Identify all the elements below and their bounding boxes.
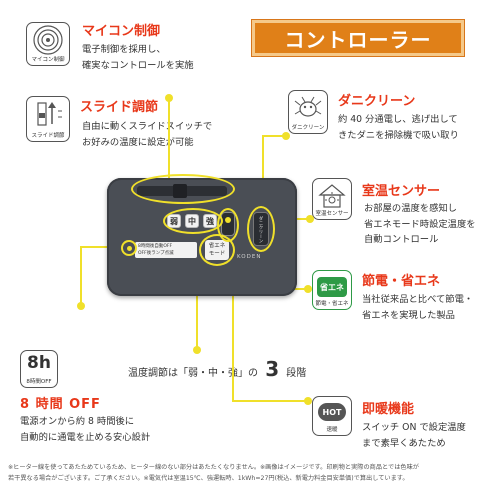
energy-saving-badge: 省エネ [317, 277, 347, 297]
connector-line [80, 246, 82, 306]
timer-8h-desc-line: 電源オンから約 8 時間後に [20, 416, 135, 427]
quick-heat-icon: HOT 速暖 [312, 396, 352, 436]
slide-adjust-desc-line: 自由に動くスライドスイッチで [82, 121, 213, 132]
energy-saving-title: 節電・省エネ [362, 274, 441, 289]
slide-adjust-desc: 自由に動くスライドスイッチで お好みの温度に設定が可能 [82, 119, 212, 150]
quick-heat-desc-line: スイッチ ON で設定温度 [362, 422, 466, 433]
microcomputer-icon-label: マイコン制御 [31, 57, 65, 63]
temp-buttons-highlight [163, 208, 223, 234]
quick-heat-title: 即暖機能 [362, 402, 415, 417]
controller-banner: コントローラー [251, 19, 465, 57]
temp-steps-suffix: 段階 [286, 368, 307, 379]
microcomputer-title: マイコン制御 [82, 24, 161, 39]
mite-clean-desc-line: きたダニを掃除機で吸い取り [338, 129, 459, 141]
brand-logo: KODEN [237, 254, 262, 260]
connector-line [80, 246, 128, 248]
timer-8h-desc: 電源オンから約 8 時間後に 自動的に通電を止める安心設計 [20, 414, 150, 445]
room-sensor-desc: お部屋の温度を感知し 省エネモード時設定温度を 自動コントロール [364, 201, 476, 248]
room-sensor-desc-line: お部屋の温度を感知し [364, 203, 457, 214]
connector-line [262, 135, 264, 195]
energy-saving-desc-line: 当社従来品と比べて節電・ [362, 294, 474, 305]
slide-adjust-icon: スライド調節 [26, 96, 70, 142]
timer-8h-text: 8h [27, 353, 51, 373]
room-sensor-desc-line: 省エネモード時設定温度を [364, 218, 476, 230]
mite-clean-desc: 約 40 分通電し、逃げ出して きたダニを掃除機で吸い取り [338, 112, 459, 143]
slide-adjust-icon-label: スライド調節 [31, 133, 65, 139]
mite-clean-icon-label: ダニクリーン [291, 125, 325, 131]
room-sensor-title: 室温センサー [362, 184, 441, 199]
connector-line [262, 135, 286, 137]
timer-8h-title: 8 時間 OFF [20, 397, 101, 412]
energy-saving-desc: 当社従来品と比べて節電・ 省エネを実現した製品 [362, 292, 473, 323]
connector-line [232, 400, 308, 402]
timer-label-line: OFF後ランプ点滅 [138, 251, 174, 256]
temp-steps-caption: 温度調節は「弱・中・強」の 3 段階 [128, 357, 306, 381]
temp-steps-prefix: 温度調節は「弱・中・強」の [128, 368, 258, 379]
timer-label-plate: 8時間後自動OFF OFF後ランプ点滅 [135, 242, 197, 258]
room-sensor-icon: 室温センサー [312, 178, 352, 220]
quick-heat-icon-label: 速暖 [326, 427, 338, 433]
footnotes: ※ヒーター線を使ってあたためているため、ヒーター線のない部分はあたたくなりません… [8, 462, 494, 484]
timer-8h-desc-line: 自動的に通電を止める安心設計 [20, 431, 151, 443]
energy-saving-desc-line: 省エネを実現した製品 [362, 309, 455, 321]
microcomputer-icon: マイコン制御 [26, 22, 70, 66]
connector-dot [282, 132, 290, 140]
mite-clean-title: ダニクリーン [338, 94, 416, 109]
connector-dot [304, 285, 312, 293]
slide-adjust-desc-line: お好みの温度に設定が可能 [82, 136, 194, 148]
footnote-line: ※ヒーター線を使ってあたためているため、ヒーター線のない部分はあたたくなりません… [8, 464, 419, 471]
temp-steps-number: 3 [265, 357, 280, 381]
connector-line [168, 100, 170, 182]
slide-adjust-title: スライド調節 [80, 100, 159, 115]
quick-heat-desc-line: まで素早くあたため [362, 437, 446, 449]
energy-saving-icon-label: 節電・省エネ [315, 301, 349, 307]
connector-dot [306, 215, 314, 223]
mite-clean-desc-line: 約 40 分通電し、逃げ出して [338, 114, 458, 125]
timer-8h-icon: 8h 8時間OFF [20, 350, 58, 388]
microcomputer-desc-line: 電子制御を採用し、 [82, 44, 166, 55]
room-sensor-desc-line: 自動コントロール [364, 234, 439, 245]
controller-device: 弱 中 強 8時間後自動OFF OFF後ランプ点滅 省エネ モード ダニクリーン… [107, 174, 297, 296]
energy-saving-icon: 省エネ 節電・省エネ [312, 270, 352, 310]
connector-dot [304, 397, 312, 405]
microcomputer-desc: 電子制御を採用し、 確実なコントロールを実施 [82, 42, 194, 73]
connector-dot [77, 302, 85, 310]
timer-label-line: 8時間後自動OFF [138, 244, 173, 249]
quick-heat-desc: スイッチ ON で設定温度 まで素早くあたため [362, 420, 466, 451]
slide-highlight [131, 174, 235, 204]
mite-clean-icon: ダニクリーン [288, 90, 328, 134]
room-sensor-icon-label: 室温センサー [315, 211, 349, 217]
connector-line [232, 296, 234, 400]
mite-clean-highlight [247, 206, 275, 252]
connector-dot [193, 346, 201, 354]
microcomputer-desc-line: 確実なコントロールを実施 [82, 59, 194, 71]
eco-mode-highlight [199, 234, 235, 266]
connector-dot [165, 94, 173, 102]
footnote-line: 若干異なる場合がございます。ご了承ください。※電気代は室温15℃、強運転時、1k… [8, 475, 409, 482]
timer-8h-icon-label: 8時間OFF [26, 379, 52, 385]
hot-badge: HOT [318, 403, 346, 421]
timer-led-highlight [121, 240, 137, 256]
